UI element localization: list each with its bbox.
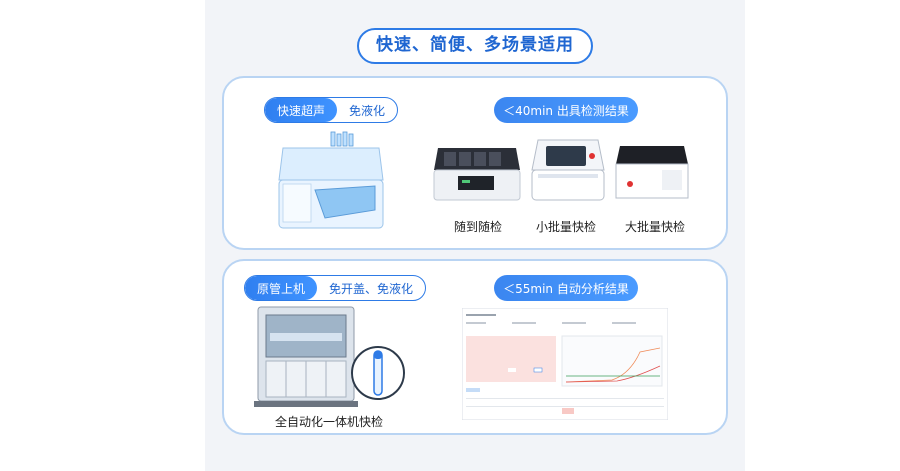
feature-secondary: 免液化 — [349, 103, 386, 118]
feature-primary: 原管上机 — [245, 276, 318, 300]
analysis-software-screenshot — [462, 308, 668, 420]
ultrasound-instrument-image — [278, 131, 384, 229]
automated-workstation-image — [254, 306, 405, 407]
large-batch-analyzer-image — [615, 146, 689, 199]
device-label-large-batch: 大批量快检 — [625, 220, 686, 234]
feature-primary: 快速超声 — [265, 98, 338, 122]
result-time-badge-55min: ＜55min 自动分析结果 — [494, 275, 638, 301]
device-label-small-batch: 小批量快检 — [536, 220, 597, 234]
device-label-on-demand: 随到随检 — [454, 220, 503, 234]
feature-tag-original-tube: 原管上机 免开盖、免液化 — [244, 275, 427, 301]
small-batch-analyzer-image — [531, 139, 605, 201]
feature-secondary: 免开盖、免液化 — [329, 281, 414, 296]
result-time-badge-40min: ＜40min 出具检测结果 — [494, 97, 638, 123]
device-label-automated-system: 全自动化一体机快检 — [275, 415, 384, 429]
benchtop-analyzer-image — [433, 148, 521, 201]
headline: 快速、简便、多场景适用 — [357, 28, 593, 64]
feature-tag-rapid-ultrasound: 快速超声 免液化 — [264, 97, 399, 123]
